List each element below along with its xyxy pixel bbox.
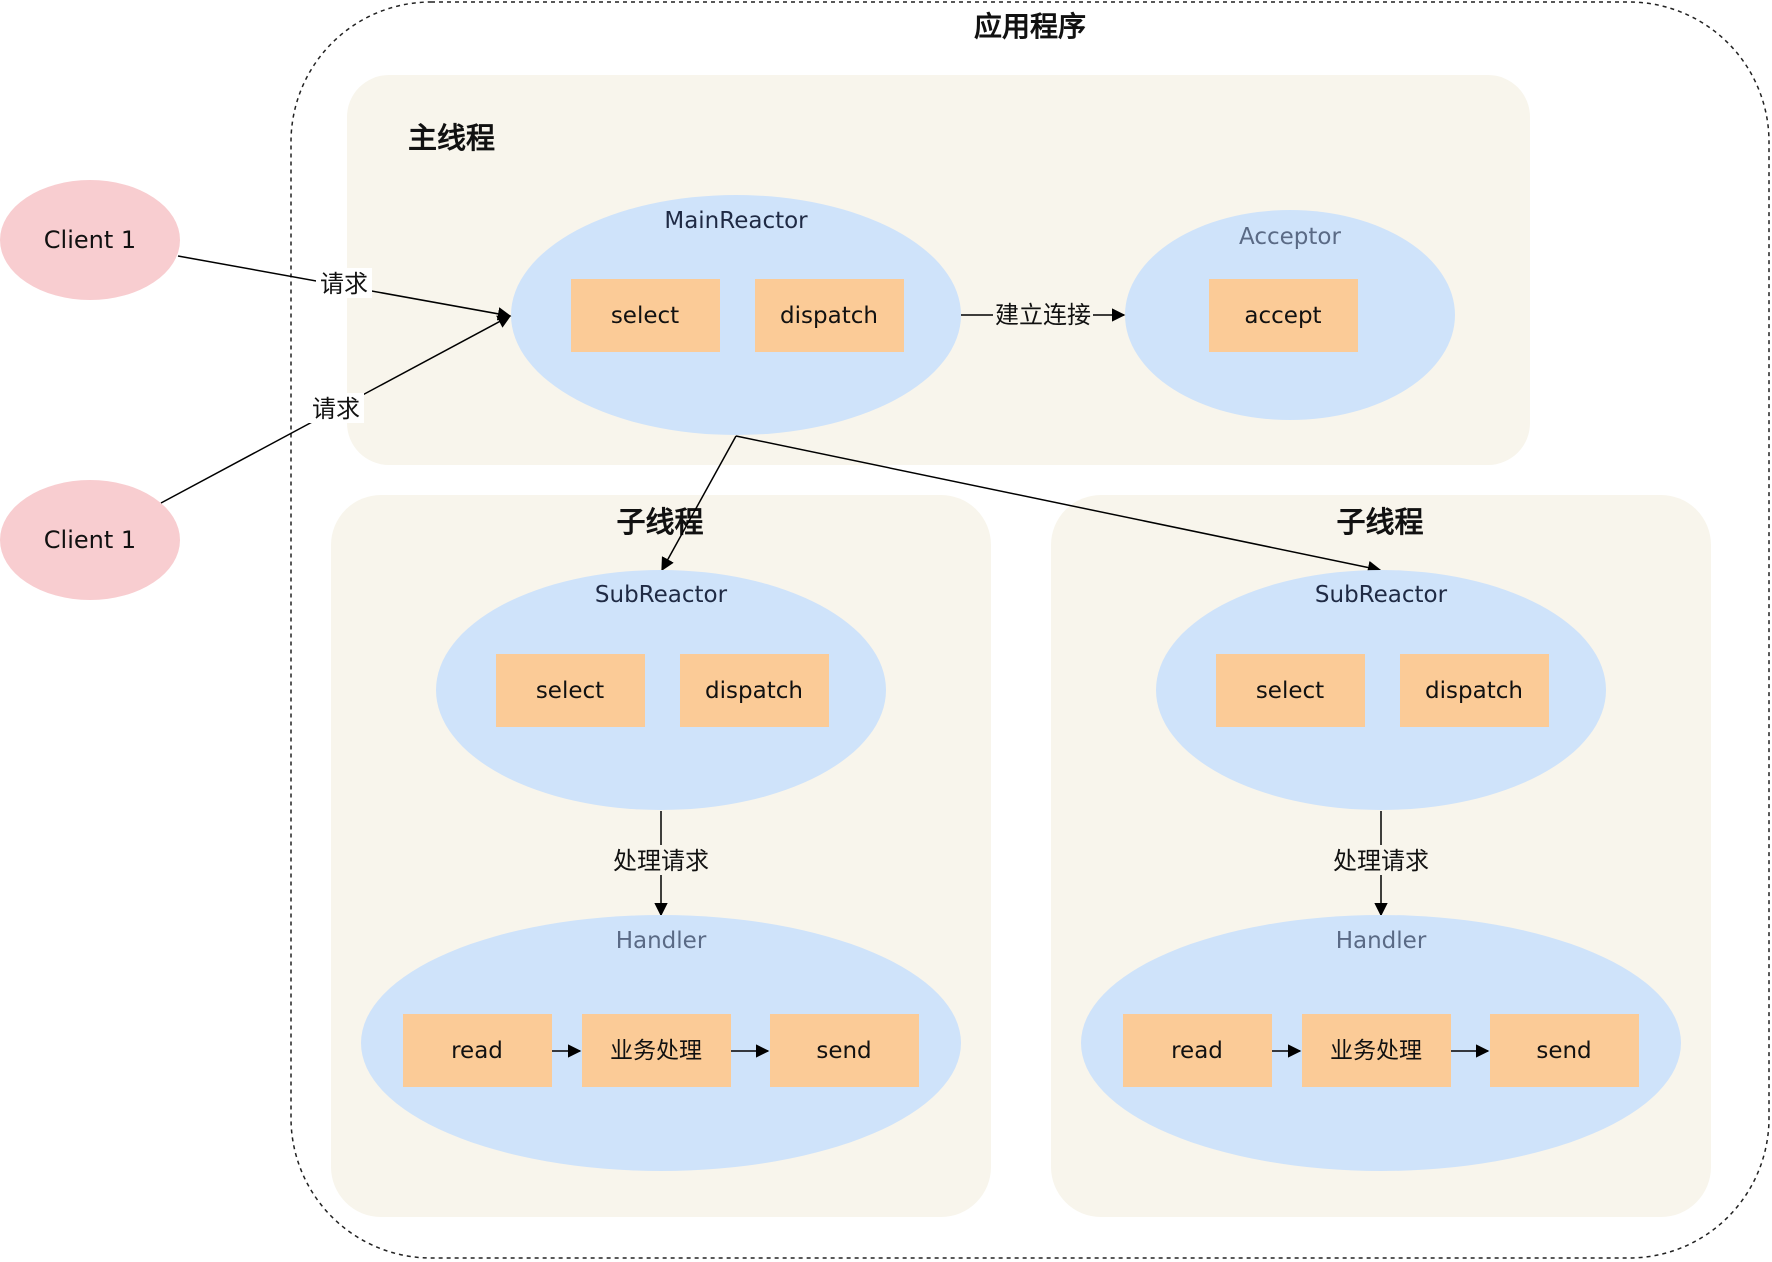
- request-label-2-bg: [308, 393, 364, 423]
- sub-reactor-label-left: SubReactor: [595, 582, 728, 608]
- sub-reactor-ellipse-left: [436, 570, 886, 810]
- send-box-left: [770, 1014, 919, 1087]
- sub-select-box-right: [1216, 654, 1365, 727]
- main-reactor-ellipse: [511, 195, 961, 435]
- dispatch-arrow-right: [735, 435, 1382, 575]
- main-dispatch-label: dispatch: [780, 303, 878, 329]
- business-label-right: 业务处理: [1330, 1038, 1422, 1064]
- client-node-1: [0, 180, 180, 300]
- main-reactor-label: MainReactor: [664, 208, 808, 234]
- send-label-left: send: [816, 1038, 871, 1064]
- client-node-2: [0, 480, 180, 600]
- sub-reactor-ellipse-right: [1156, 570, 1606, 810]
- main-select-box: [571, 279, 720, 352]
- business-box-right: [1302, 1014, 1451, 1087]
- acceptor-label: Acceptor: [1239, 224, 1341, 250]
- business-box-left: [582, 1014, 731, 1087]
- accept-label: accept: [1244, 303, 1321, 329]
- sub-dispatch-label-left: dispatch: [705, 678, 803, 704]
- process-label-left: 处理请求: [613, 847, 709, 875]
- application-boundary: [290, 1, 1770, 1259]
- sub-reactor-label-right: SubReactor: [1315, 582, 1448, 608]
- client-label-2: Client 1: [44, 526, 136, 554]
- business-label-left: 业务处理: [610, 1038, 702, 1064]
- handler-label-left: Handler: [616, 928, 707, 954]
- sub-thread-title-left: 子线程: [616, 505, 703, 539]
- sub-select-label-left: select: [536, 678, 604, 704]
- read-label-right: read: [1171, 1038, 1223, 1064]
- sub-thread-title-right: 子线程: [1336, 505, 1423, 539]
- send-box-right: [1490, 1014, 1639, 1087]
- handler-label-right: Handler: [1336, 928, 1427, 954]
- main-select-label: select: [611, 303, 679, 329]
- read-box-left: [403, 1014, 552, 1087]
- read-box-right: [1123, 1014, 1272, 1087]
- request-label-1-bg: [316, 268, 372, 298]
- main-dispatch-box: [755, 279, 904, 352]
- sub-select-label-right: select: [1256, 678, 1324, 704]
- read-label-left: read: [451, 1038, 503, 1064]
- request-label-1: 请求: [320, 270, 368, 298]
- sub-dispatch-label-right: dispatch: [1425, 678, 1523, 704]
- main-thread-title: 主线程: [408, 121, 495, 155]
- accept-box: [1209, 279, 1358, 352]
- sub-dispatch-box-left: [680, 654, 829, 727]
- client-label-1: Client 1: [44, 226, 136, 254]
- process-label-left-bg: [608, 845, 714, 875]
- dispatch-arrow-left: [661, 435, 737, 572]
- sub-dispatch-box-right: [1400, 654, 1549, 727]
- connect-label-bg: [993, 300, 1093, 330]
- sub-select-box-left: [496, 654, 645, 727]
- send-label-right: send: [1536, 1038, 1591, 1064]
- request-label-2: 请求: [312, 395, 360, 423]
- process-label-right: 处理请求: [1333, 847, 1429, 875]
- connect-label: 建立连接: [995, 301, 1091, 329]
- process-label-right-bg: [1328, 845, 1434, 875]
- application-title: 应用程序: [974, 10, 1086, 43]
